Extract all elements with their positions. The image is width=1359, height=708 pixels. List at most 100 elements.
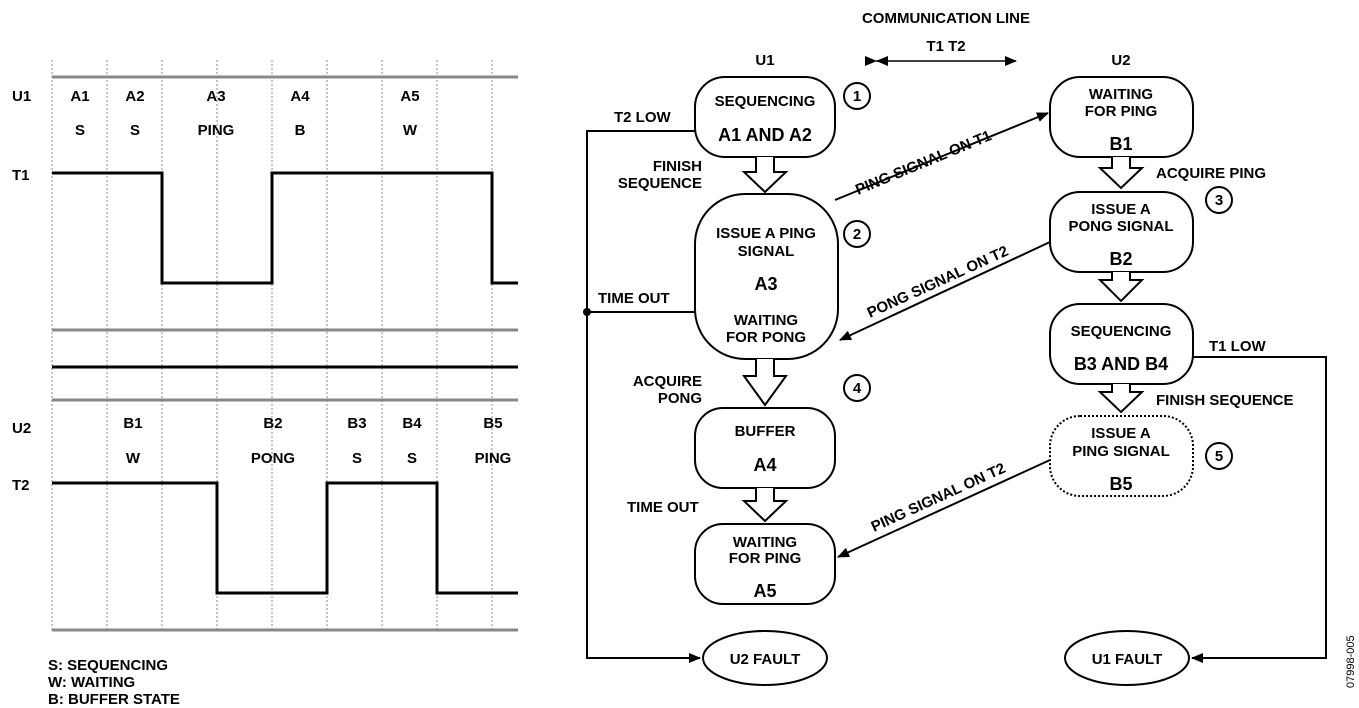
state-box-text: A4 — [753, 455, 776, 475]
u2-fault-ellipse — [702, 630, 828, 686]
u2-state-id: B5 — [483, 415, 502, 432]
state-box-text: ISSUE A PING — [716, 225, 816, 242]
u1-fault-ellipse — [1064, 630, 1190, 686]
u2-state-code: PONG — [251, 450, 295, 467]
u2-state-code: S — [407, 450, 417, 467]
u2-state-id: B3 — [347, 415, 366, 432]
u2-state-code: W — [126, 450, 141, 467]
t1-low-fault-path — [1191, 356, 1327, 663]
acquire-ping-label: ACQUIRE PING — [1156, 165, 1266, 182]
u1-state-code: S — [75, 122, 85, 139]
step-number-text: 1 — [853, 88, 861, 105]
u1-state-id: A1 — [70, 88, 89, 105]
t2-waveform — [52, 481, 518, 595]
step-number-text: 2 — [853, 226, 861, 243]
u1-state-id: A4 — [290, 88, 310, 105]
u2-fault-label: U2 FAULT — [730, 651, 801, 668]
u2-state-code: S — [352, 450, 362, 467]
u2-state-id: B2 — [263, 415, 282, 432]
figure-id: 07998-005 — [1345, 635, 1357, 688]
state-box-a5 — [694, 523, 836, 605]
step-number-3: 3 — [1205, 186, 1233, 214]
transition-arrow-b2-b3 — [1097, 272, 1145, 303]
pong-signal-on-t2-label: PONG SIGNAL ON T2 — [865, 243, 1011, 322]
t1-low-label: T1 LOW — [1209, 338, 1267, 355]
state-box-text: ISSUE A — [1091, 425, 1151, 442]
state-box-text: SEQUENCING — [1071, 323, 1172, 340]
state-box-text: A1 AND A2 — [718, 125, 812, 145]
transition-arrow-acquire-pong — [742, 359, 788, 407]
transition-arrow-finish-sequence-b — [1097, 384, 1145, 414]
legend-item: W: WAITING — [48, 674, 135, 691]
state-box-text: B1 — [1109, 134, 1132, 154]
step-number-text: 4 — [853, 380, 862, 397]
state-box-text: FOR PING — [729, 550, 802, 567]
state-box-a1-a2 — [694, 76, 836, 158]
transition-arrow-acquire-ping — [1097, 157, 1145, 190]
u1-state-id: A5 — [400, 88, 419, 105]
u1-state-code: S — [130, 122, 140, 139]
legend-item: S: SEQUENCING — [48, 657, 168, 674]
state-box-text: A5 — [753, 581, 776, 601]
time-out-label: TIME OUT — [598, 290, 670, 307]
time-out-label: TIME OUT — [627, 499, 699, 516]
state-box-a4 — [694, 407, 836, 489]
state-box-text: B5 — [1109, 474, 1132, 494]
legend-item: B: BUFFER STATE — [48, 691, 180, 708]
state-box-text: PONG SIGNAL — [1068, 218, 1173, 235]
state-box-text: FOR PING — [1085, 103, 1158, 120]
u1-state-code: PING — [198, 122, 235, 139]
row-label-t1: T1 — [12, 167, 30, 184]
state-box-text: WAITING — [734, 312, 798, 329]
state-box-text: WAITING — [733, 534, 797, 551]
row-label-t2: T2 — [12, 477, 30, 494]
state-box-text: WAITING — [1089, 86, 1153, 103]
state-box-text: FOR PONG — [726, 329, 806, 346]
u1-fault-label: U1 FAULT — [1092, 651, 1163, 668]
u1-state-id: A3 — [206, 88, 225, 105]
state-box-text: BUFFER — [735, 423, 796, 440]
state-box-text: SIGNAL — [738, 243, 795, 260]
state-box-text: ISSUE A — [1091, 201, 1151, 218]
step-number-4: 4 — [843, 374, 871, 402]
u1-state-code: B — [295, 122, 306, 139]
state-box-text: B3 AND B4 — [1074, 354, 1168, 374]
t2-low-label: T2 LOW — [614, 109, 672, 126]
acquire-pong-label: ACQUIRE — [633, 373, 702, 390]
state-box-b5 — [1049, 415, 1194, 497]
u2-state-id: B4 — [402, 415, 422, 432]
u1-state-code: W — [403, 122, 418, 139]
ping-signal-on-t1-label: PING SIGNAL ON T1 — [853, 127, 994, 198]
ping-signal-on-t1-arrow — [834, 112, 1049, 201]
flow-diagram: COMMUNICATION LINE T1 T2 U1 U2 SEQUENCIN… — [583, 10, 1357, 688]
row-label-u2: U2 — [12, 420, 31, 437]
pong-signal-on-t2-arrow — [839, 241, 1051, 341]
step-number-2: 2 — [843, 220, 871, 248]
row-label-u1: U1 — [12, 88, 31, 105]
communication-line-label: T1 T2 — [926, 38, 965, 55]
u1-state-id: A2 — [125, 88, 144, 105]
communication-line-title: COMMUNICATION LINE — [862, 10, 1030, 27]
transition-arrow-time-out — [741, 488, 789, 523]
finish-sequence-label: SEQUENCE — [618, 175, 702, 192]
timing-gridlines — [51, 60, 493, 632]
state-box-text: SEQUENCING — [715, 93, 816, 110]
ping-signal-on-t2-label: PING SIGNAL ON T2 — [869, 460, 1009, 536]
finish-sequence-label: FINISH SEQUENCE — [1156, 392, 1294, 409]
step-number-text: 5 — [1215, 448, 1223, 465]
state-box-text: PING SIGNAL — [1072, 443, 1170, 460]
u2-state-id: B1 — [123, 415, 142, 432]
ping-signal-on-t2-arrow — [837, 459, 1051, 558]
acquire-pong-label: PONG — [658, 390, 702, 407]
step-number-1: 1 — [843, 82, 871, 110]
transition-arrow-finish-sequence — [741, 157, 789, 194]
t2-low-fault-path — [586, 130, 701, 663]
junction-dot — [583, 308, 591, 316]
state-box-text: B2 — [1109, 249, 1132, 269]
step-number-5: 5 — [1205, 442, 1233, 470]
state-box-text: A3 — [754, 274, 777, 294]
u2-state-code: PING — [475, 450, 512, 467]
step-number-text: 3 — [1215, 192, 1223, 209]
arrowhead-left — [876, 56, 888, 66]
